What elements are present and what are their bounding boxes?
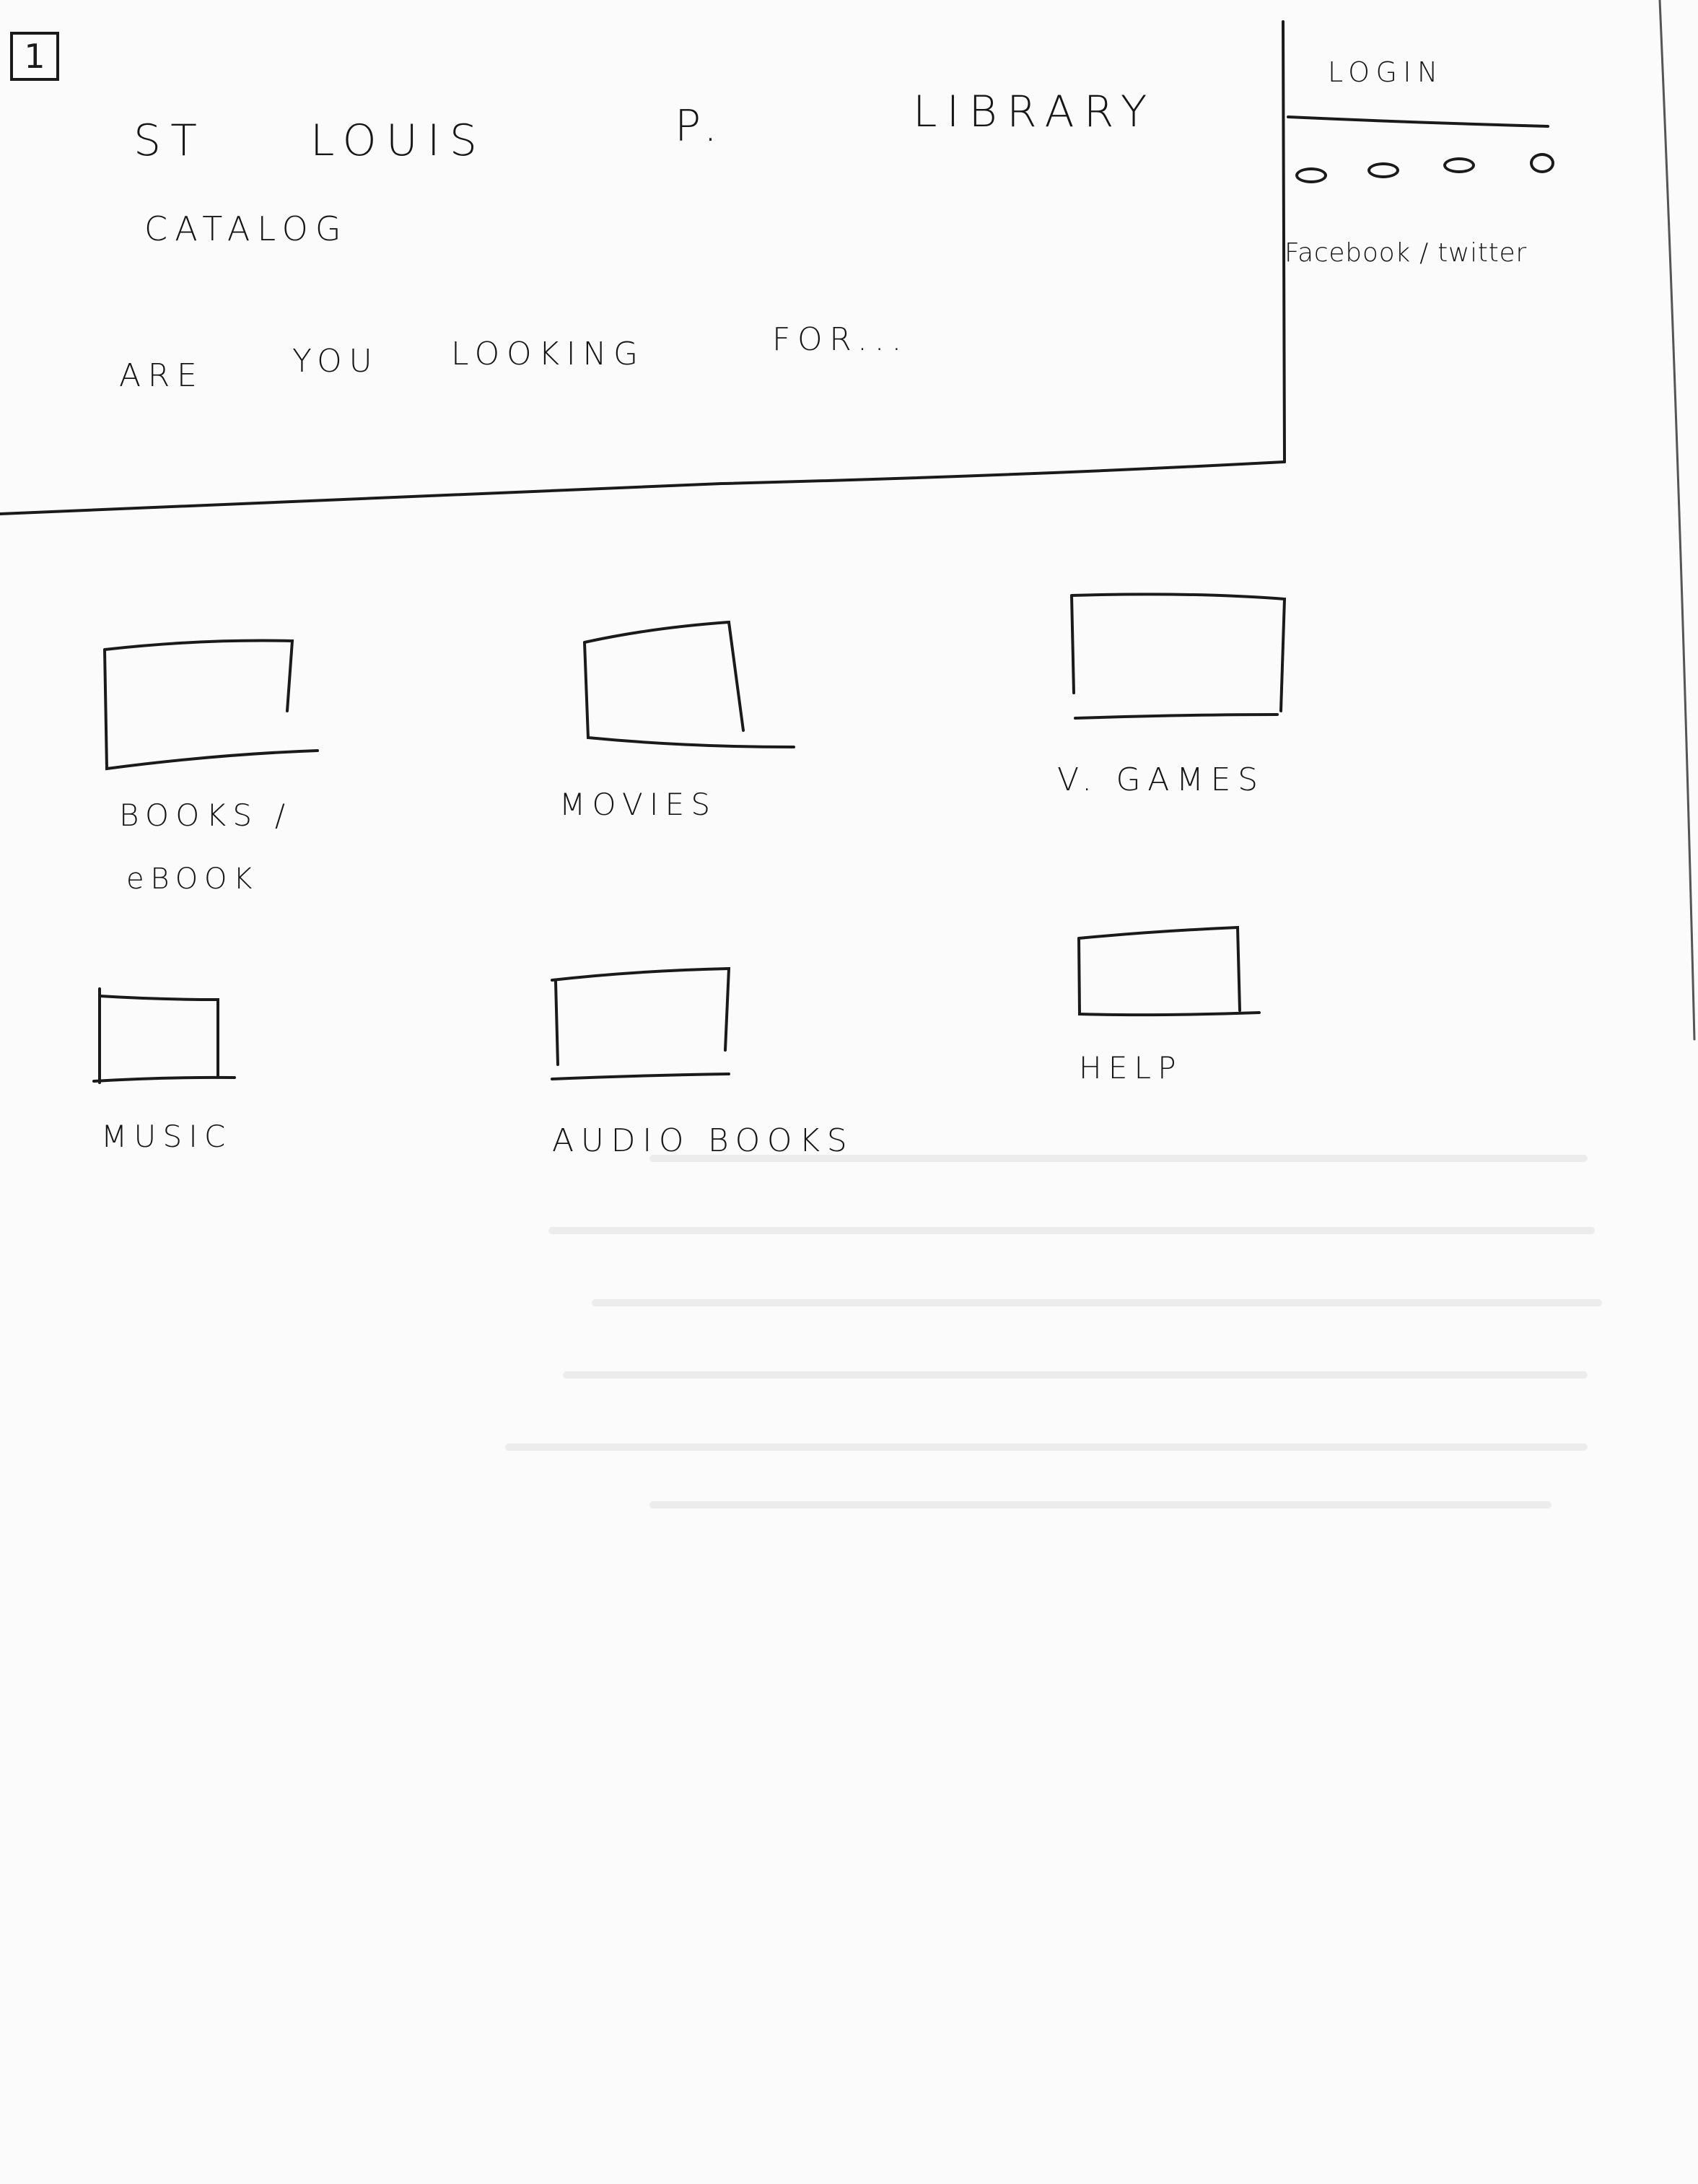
social-circle-icon[interactable] (1443, 157, 1475, 173)
movies-label[interactable]: MOVIES (559, 787, 717, 822)
catalog-label: CATALOG (144, 209, 349, 248)
bleed-through-line (649, 1501, 1552, 1508)
social-circle-icon[interactable] (1367, 162, 1399, 178)
help-tile-image[interactable] (1079, 926, 1263, 1016)
music-label[interactable]: MUSIC (101, 1119, 232, 1154)
social-circle-icon[interactable] (1530, 153, 1554, 173)
books-label[interactable]: BOOKS / (119, 798, 292, 833)
site-title-word: ST (134, 115, 207, 166)
prompt-word: FOR... (772, 321, 909, 358)
social-links[interactable]: Facebook / twitter (1285, 238, 1527, 268)
prompt-word: ARE (119, 357, 204, 394)
audio-books-tile-image[interactable] (552, 967, 732, 1079)
site-title-word: P. (675, 101, 727, 152)
video-games-label[interactable]: V. GAMES (1057, 761, 1265, 798)
bleed-through-line (592, 1299, 1602, 1306)
books-tile-image[interactable] (105, 641, 314, 764)
page-number-box: 1 (10, 32, 59, 81)
video-games-tile-image[interactable] (1072, 592, 1288, 718)
help-label[interactable]: HELP (1079, 1050, 1183, 1086)
header-right-border (1282, 20, 1286, 463)
movies-tile-image[interactable] (585, 622, 794, 745)
login-link[interactable]: LOGIN (1328, 56, 1444, 88)
bleed-through-line (505, 1443, 1588, 1451)
ebook-label[interactable]: eBOOK (126, 862, 259, 896)
login-underline (1287, 115, 1549, 128)
header-bottom-border (0, 460, 1286, 515)
site-title-word: LIBRARY (913, 87, 1157, 137)
bleed-through-line (563, 1371, 1588, 1379)
social-circle-icon[interactable] (1295, 167, 1327, 183)
prompt-word: YOU (292, 343, 380, 380)
audio-books-label[interactable]: AUDIO BOOKS (552, 1122, 854, 1159)
bleed-through-line (548, 1227, 1595, 1234)
site-title-word: LOUIS (310, 115, 487, 166)
bleed-through-line (649, 1155, 1588, 1162)
music-tile-image[interactable] (97, 989, 235, 1083)
prompt-word: LOOKING (451, 336, 645, 372)
paper-edge (1658, 0, 1696, 1041)
